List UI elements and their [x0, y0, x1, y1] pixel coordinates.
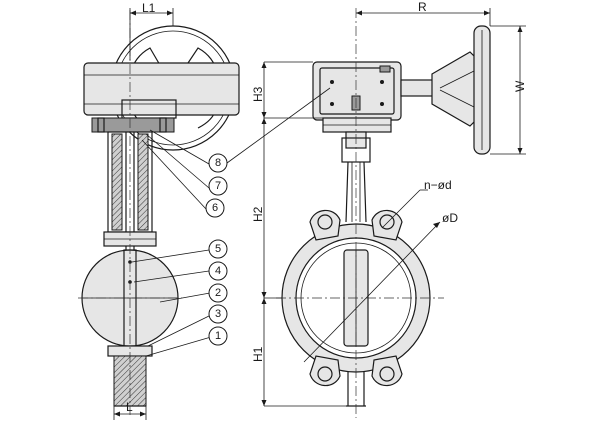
dim-L1: L1: [129, 1, 174, 60]
callout-7: 7: [208, 176, 228, 196]
callout-2: 2: [208, 283, 228, 303]
label-D: øD: [442, 211, 458, 225]
dim-nd: n−ød: [381, 178, 452, 229]
label-R: R: [418, 0, 427, 14]
side-view: L1 L 8 7: [78, 1, 240, 420]
front-shaft: [400, 51, 479, 127]
label-L1: L1: [142, 1, 156, 15]
front-gearbox: [312, 61, 402, 133]
dim-D: øD: [303, 211, 458, 363]
svg-text:2: 2: [215, 287, 221, 299]
callout-1: 1: [208, 326, 228, 346]
front-handwheel: [473, 25, 491, 155]
dim-R: R: [356, 0, 491, 26]
side-gearbox: [83, 62, 240, 133]
callout-5: 5: [208, 239, 228, 259]
svg-text:7: 7: [215, 180, 221, 192]
callout-8: 8: [208, 153, 228, 173]
svg-text:8: 8: [215, 157, 221, 169]
svg-text:6: 6: [212, 202, 218, 214]
label-H3: H3: [251, 86, 265, 102]
label-L: L: [126, 400, 133, 414]
leaders: [131, 129, 212, 357]
label-H2: H2: [251, 206, 265, 222]
svg-text:5: 5: [215, 243, 221, 255]
label-nd: n−ød: [424, 178, 452, 192]
callout-3: 3: [208, 304, 228, 324]
label-W: W: [513, 80, 527, 92]
front-view: R W H3 H2 H1: [226, 0, 527, 418]
callout-4: 4: [208, 261, 228, 281]
dim-heights: H3 H2 H1: [251, 61, 346, 407]
svg-text:3: 3: [215, 308, 221, 320]
svg-text:1: 1: [215, 330, 221, 342]
svg-text:4: 4: [215, 265, 221, 277]
dim-W: W: [490, 25, 527, 155]
leader-8-gearbox: [226, 87, 331, 164]
label-H1: H1: [251, 346, 265, 362]
callout-6: 6: [205, 198, 225, 218]
dim-L: L: [113, 400, 147, 420]
